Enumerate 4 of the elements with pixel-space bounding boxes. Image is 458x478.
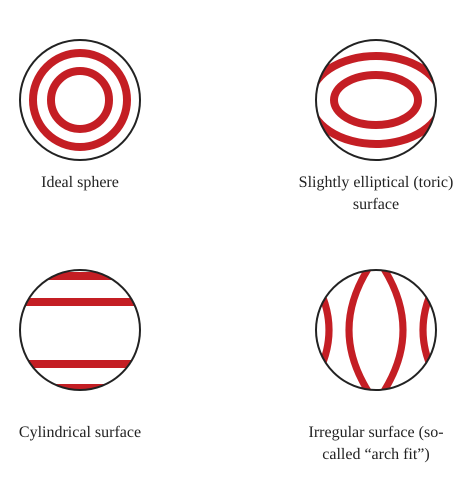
node-label: Ideal sphere <box>40 173 120 193</box>
node-label: Irregular surface (so-called “arch fit”) <box>307 423 445 465</box>
node-label: Slightly elliptical (toric) surface <box>298 173 454 215</box>
node-label: Cylindrical surface <box>18 423 142 443</box>
